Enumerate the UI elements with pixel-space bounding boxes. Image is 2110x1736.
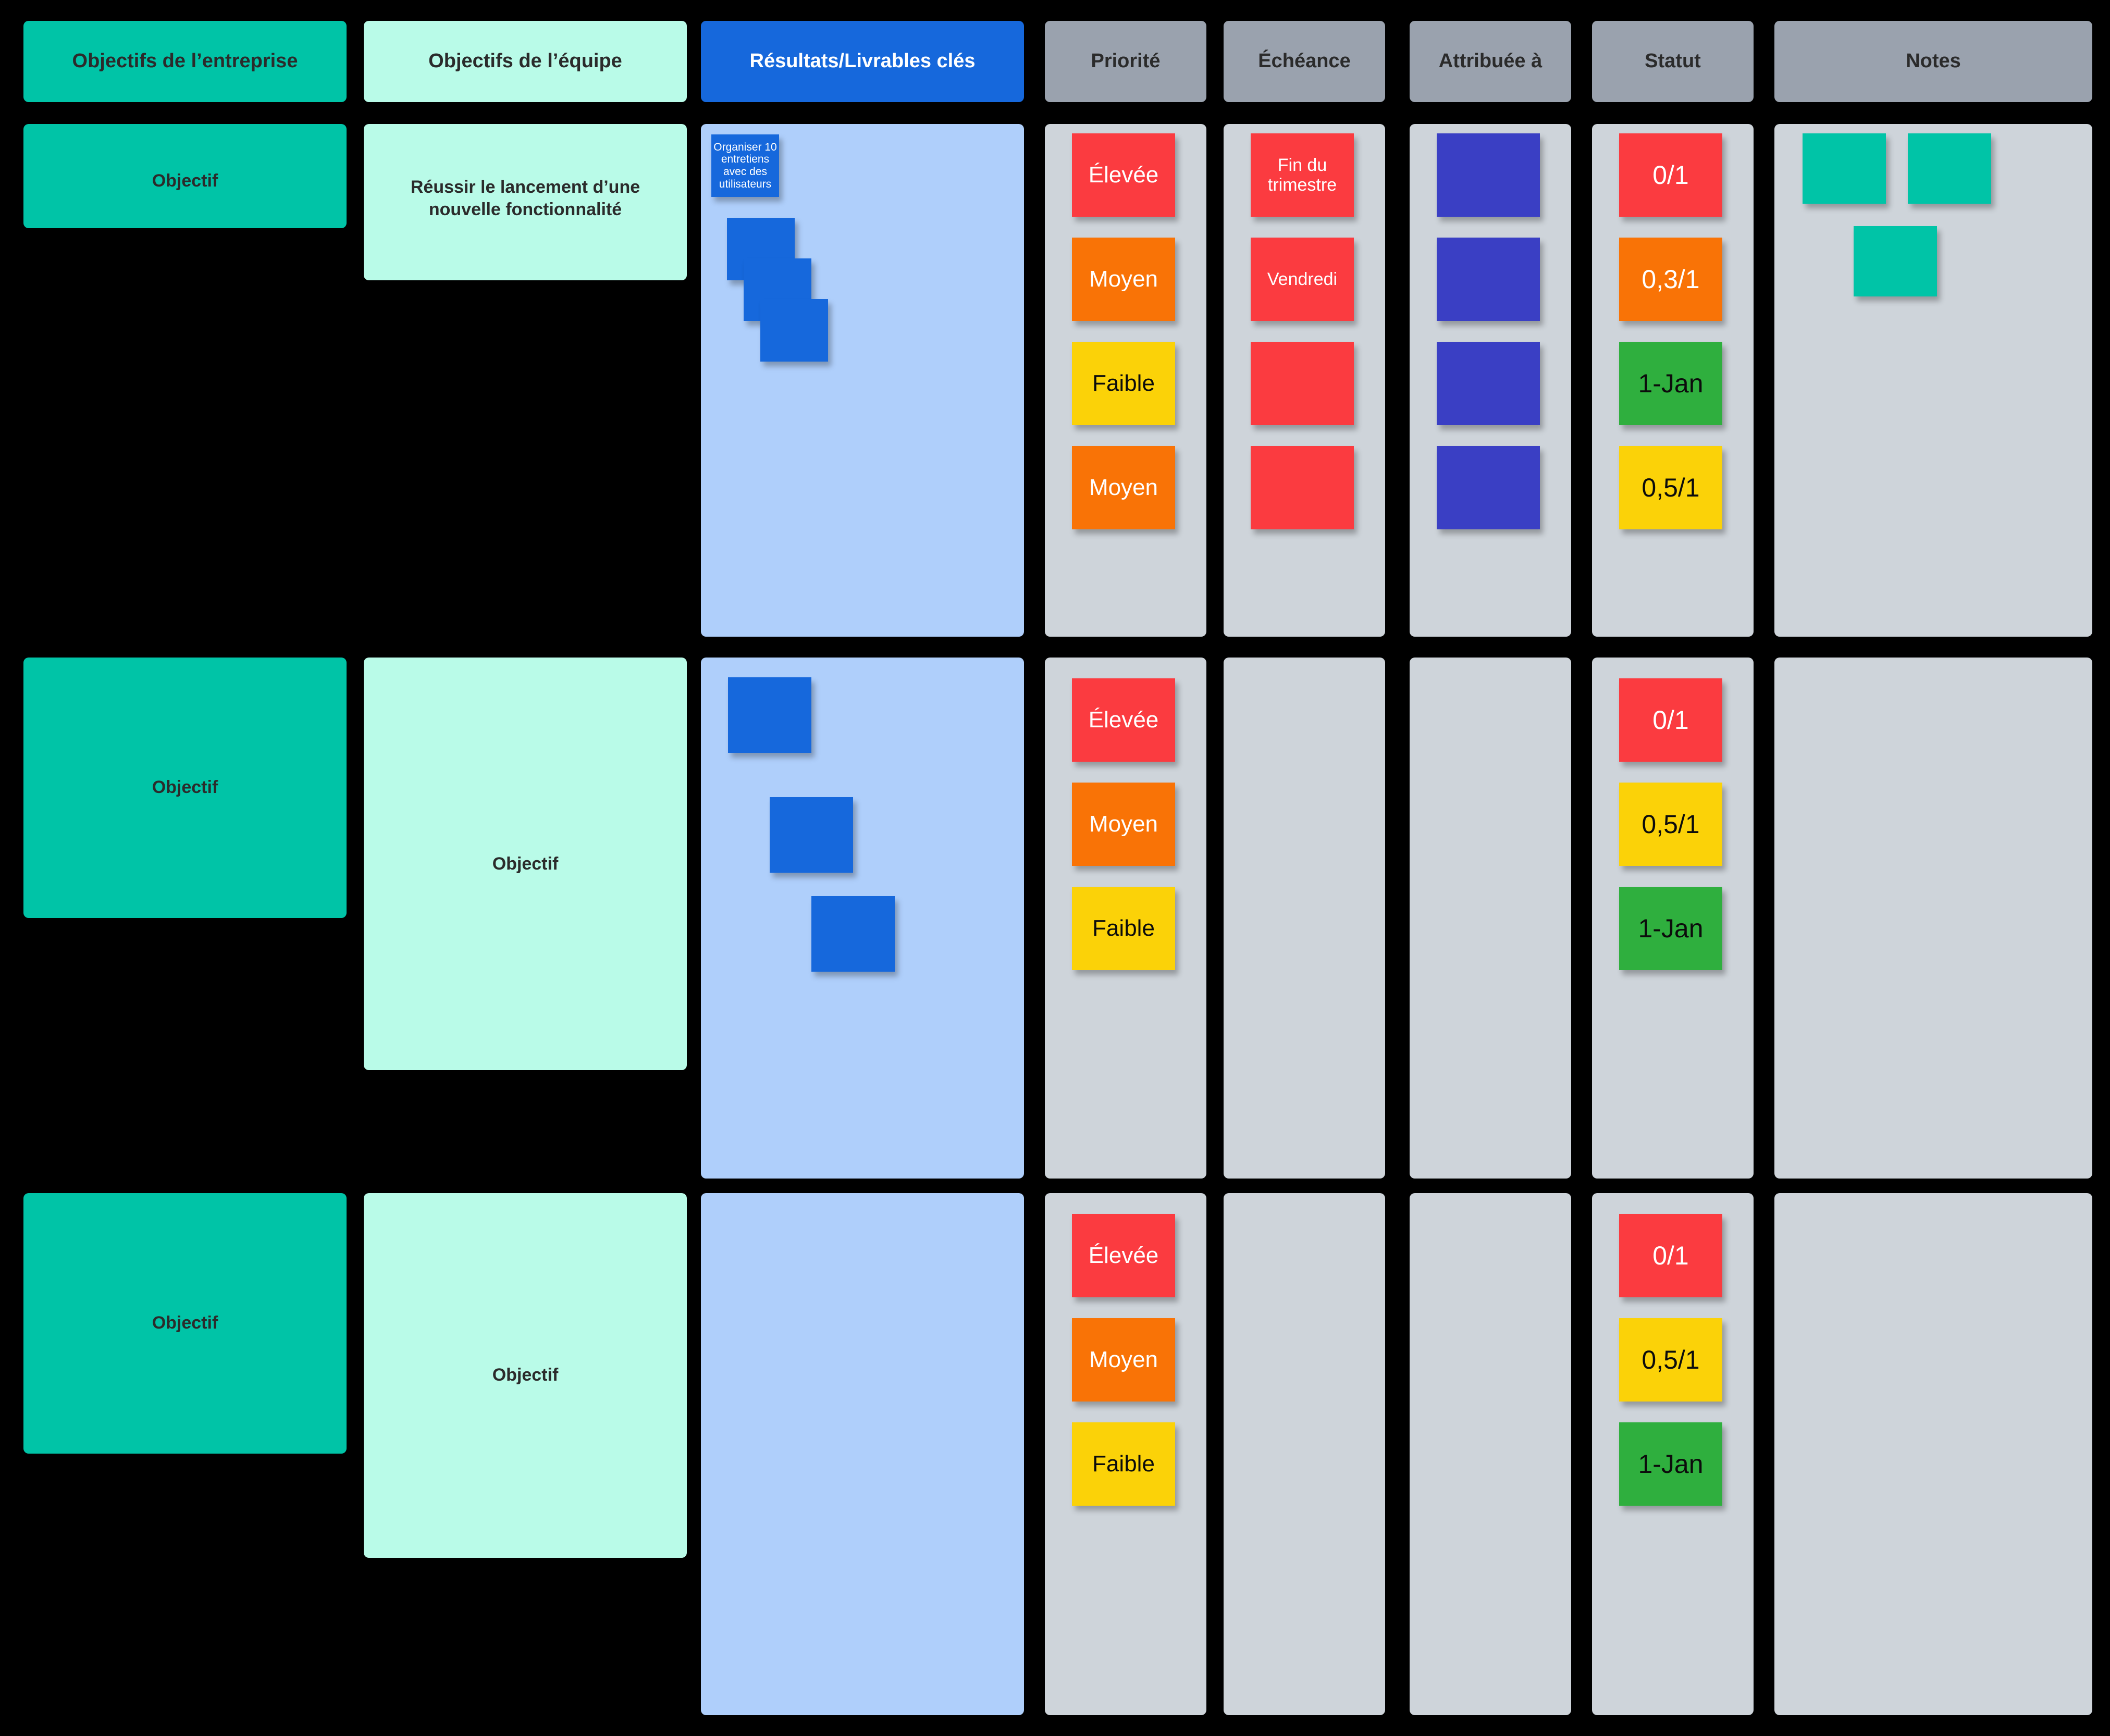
sticky-note[interactable]: 0/1 [1619, 133, 1722, 217]
sticky-note-text: 0,5/1 [1642, 1345, 1700, 1374]
sticky-note-text: 0/1 [1652, 160, 1689, 190]
column-header-label: Attribuée à [1438, 50, 1543, 72]
sticky-note[interactable]: Élevée [1072, 133, 1175, 217]
sticky-note[interactable]: Moyen [1072, 783, 1175, 866]
sticky-note[interactable]: Faible [1072, 1422, 1175, 1506]
sticky-note-text: Faible [1092, 915, 1155, 941]
column-header-label: Notes [1906, 50, 1961, 72]
sticky-note[interactable]: Moyen [1072, 238, 1175, 321]
cell-row-2-attribuee[interactable] [1410, 658, 1571, 1179]
column-header-echeance[interactable]: Échéance [1224, 21, 1385, 102]
column-header-priorite[interactable]: Priorité [1045, 21, 1206, 102]
sticky-note-text: Organiser 10 entretiens avec des utilisa… [713, 141, 777, 190]
cell-row-3-attribuee[interactable] [1410, 1193, 1571, 1715]
sticky-note-text: Faible [1092, 1451, 1155, 1477]
sticky-note-text: Moyen [1089, 475, 1158, 501]
sticky-note[interactable]: Organiser 10 entretiens avec des utilisa… [711, 134, 779, 197]
sticky-note[interactable]: 0,5/1 [1619, 783, 1722, 866]
column-header-notes[interactable]: Notes [1774, 21, 2092, 102]
cell-row-3-entreprise[interactable]: Objectif [23, 1193, 347, 1454]
column-header-label: Échéance [1258, 50, 1351, 72]
cell-label: Réussir le lancement d’une nouvelle fonc… [410, 177, 640, 219]
cell-row-1-resultats[interactable] [701, 124, 1024, 637]
cell-row-1-equipe[interactable]: Réussir le lancement d’une nouvelle fonc… [364, 124, 687, 280]
sticky-note-text: 0/1 [1652, 1241, 1689, 1270]
cell-label: Objectif [152, 1313, 218, 1333]
cell-row-3-resultats[interactable] [701, 1193, 1024, 1715]
sticky-note-text: Vendredi [1267, 269, 1338, 289]
column-header-label: Résultats/Livrables clés [749, 50, 976, 72]
sticky-note[interactable] [728, 677, 811, 753]
sticky-note-text: Fin du trimestre [1267, 155, 1337, 195]
sticky-note-text: 1-Jan [1638, 914, 1704, 943]
sticky-note[interactable]: 1-Jan [1619, 887, 1722, 970]
sticky-note[interactable] [1908, 133, 1991, 204]
column-header-label: Objectifs de l’équipe [428, 50, 622, 72]
sticky-note[interactable]: Fin du trimestre [1251, 133, 1354, 217]
sticky-note[interactable] [1437, 446, 1540, 529]
column-header-label: Objectifs de l’entreprise [72, 50, 298, 72]
cell-row-3-echeance[interactable] [1224, 1193, 1385, 1715]
cell-label: Objectif [492, 854, 559, 874]
sticky-note-text: Faible [1092, 370, 1155, 396]
column-header-entreprise[interactable]: Objectifs de l’entreprise [23, 21, 347, 102]
cell-row-3-equipe[interactable]: Objectif [364, 1193, 687, 1558]
cell-label: Objectif [152, 171, 218, 191]
sticky-note[interactable]: 0/1 [1619, 678, 1722, 762]
sticky-note[interactable] [1437, 238, 1540, 321]
sticky-note-text: Moyen [1089, 811, 1158, 837]
sticky-note[interactable]: 1-Jan [1619, 342, 1722, 425]
cell-row-2-entreprise[interactable]: Objectif [23, 658, 347, 918]
column-header-label: Statut [1645, 50, 1701, 72]
sticky-note[interactable]: 0,3/1 [1619, 238, 1722, 321]
sticky-note-text: Élevée [1088, 162, 1159, 188]
sticky-note[interactable]: 0,5/1 [1619, 1318, 1722, 1402]
sticky-note-text: Moyen [1089, 1347, 1158, 1373]
sticky-note[interactable]: Moyen [1072, 1318, 1175, 1402]
sticky-note[interactable]: Moyen [1072, 446, 1175, 529]
column-header-statut[interactable]: Statut [1592, 21, 1754, 102]
sticky-note[interactable]: Élevée [1072, 678, 1175, 762]
cell-row-2-echeance[interactable] [1224, 658, 1385, 1179]
column-header-resultats[interactable]: Résultats/Livrables clés [701, 21, 1024, 102]
sticky-note[interactable] [811, 896, 895, 972]
sticky-note[interactable] [1854, 226, 1937, 296]
sticky-note-text: 0,3/1 [1642, 265, 1700, 294]
cell-row-3-notes[interactable] [1774, 1193, 2092, 1715]
sticky-note-text: Élevée [1088, 707, 1159, 733]
column-header-label: Priorité [1091, 50, 1161, 72]
column-header-equipe[interactable]: Objectifs de l’équipe [364, 21, 687, 102]
sticky-note[interactable] [1437, 133, 1540, 217]
sticky-note[interactable] [760, 299, 828, 362]
cell-row-1-entreprise[interactable]: Objectif [23, 124, 347, 228]
sticky-note[interactable] [770, 797, 853, 873]
sticky-note[interactable]: 1-Jan [1619, 1422, 1722, 1506]
sticky-note-text: 0/1 [1652, 705, 1689, 735]
sticky-note[interactable] [1251, 342, 1354, 425]
sticky-note[interactable]: Élevée [1072, 1214, 1175, 1297]
sticky-note-text: Moyen [1089, 266, 1158, 292]
sticky-note-text: 1-Jan [1638, 369, 1704, 398]
sticky-note[interactable]: Vendredi [1251, 238, 1354, 321]
cell-row-2-notes[interactable] [1774, 658, 2092, 1179]
sticky-note[interactable] [1803, 133, 1886, 204]
sticky-note[interactable] [1437, 342, 1540, 425]
sticky-note-text: 1-Jan [1638, 1449, 1704, 1479]
cell-row-1-notes[interactable] [1774, 124, 2092, 637]
sticky-note[interactable]: 0/1 [1619, 1214, 1722, 1297]
cell-row-2-equipe[interactable]: Objectif [364, 658, 687, 1070]
sticky-note[interactable]: Faible [1072, 887, 1175, 970]
sticky-note-text: 0,5/1 [1642, 810, 1700, 839]
sticky-note[interactable]: 0,5/1 [1619, 446, 1722, 529]
sticky-note-text: 0,5/1 [1642, 473, 1700, 502]
column-header-attribuee[interactable]: Attribuée à [1410, 21, 1571, 102]
sticky-note[interactable]: Faible [1072, 342, 1175, 425]
cell-label: Objectif [492, 1365, 559, 1385]
sticky-note[interactable] [1251, 446, 1354, 529]
cell-label: Objectif [152, 777, 218, 797]
sticky-note-text: Élevée [1088, 1243, 1159, 1269]
